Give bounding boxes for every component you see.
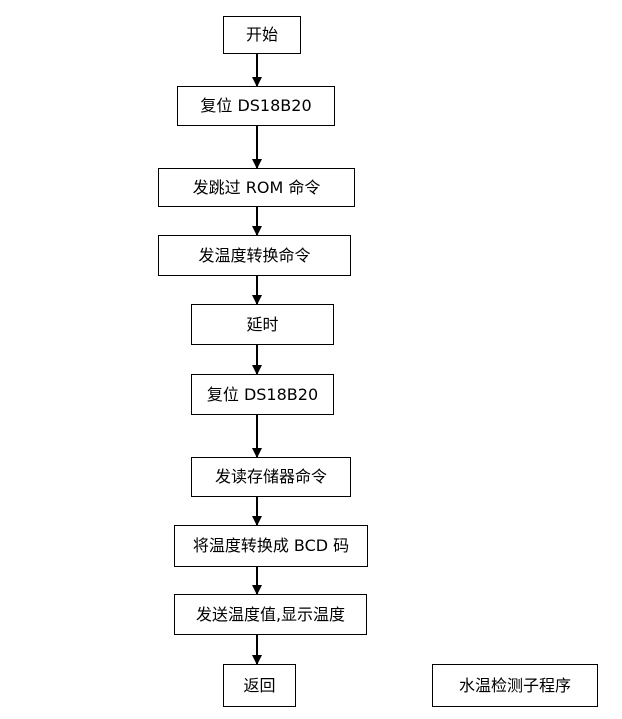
- step-skip-rom: 发跳过 ROM 命令: [158, 168, 355, 207]
- step-return-label: 返回: [243, 675, 276, 695]
- step-reset-ds18b20-1: 复位 DS18B20: [177, 86, 335, 126]
- diagram-caption-box: 水温检测子程序: [432, 664, 598, 707]
- step-start-label: 开始: [245, 25, 278, 44]
- step-read-memory: 发读存储器命令: [191, 457, 351, 497]
- step-send-display: 发送温度值,显示温度: [174, 594, 367, 635]
- step-delay-label: 延时: [246, 314, 279, 334]
- step-convert-to-bcd: 将温度转换成 BCD 码: [174, 525, 368, 567]
- step-skip-rom-label: 发跳过 ROM 命令: [192, 177, 321, 197]
- step-convert-to-bcd-label: 将温度转换成 BCD 码: [192, 536, 350, 555]
- step-convert-command-label: 发温度转换命令: [198, 245, 311, 265]
- diagram-caption: 水温检测子程序: [458, 675, 571, 695]
- step-delay: 延时: [191, 304, 334, 345]
- step-read-memory-label: 发读存储器命令: [214, 467, 327, 486]
- step-return: 返回: [223, 664, 296, 707]
- step-start: 开始: [223, 16, 301, 54]
- step-reset-ds18b20-2: 复位 DS18B20: [191, 374, 334, 415]
- step-reset-ds18b20-2-label: 复位 DS18B20: [206, 384, 319, 404]
- step-reset-ds18b20-1-label: 复位 DS18B20: [200, 96, 312, 115]
- step-send-display-label: 发送温度值,显示温度: [195, 604, 346, 624]
- step-convert-command: 发温度转换命令: [158, 235, 351, 276]
